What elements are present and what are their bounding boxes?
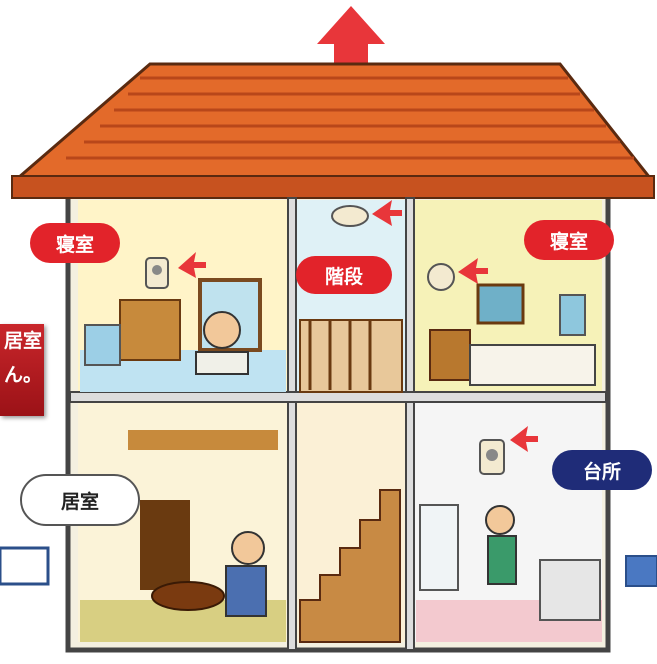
callout-box: 居室 ん。 [0,324,44,416]
label-stairs: 階段 [296,256,392,294]
callout-line-2: ん。 [4,358,44,392]
callout-line-1: 居室 [4,324,44,358]
outline-box [0,548,48,584]
smoke-detector-icon [332,206,368,226]
label-kitchen: 台所 [552,450,652,490]
label-living: 居室 [20,474,140,526]
label-bedroom-right: 寝室 [524,220,614,260]
blue-marker [626,556,657,586]
label-bedroom-left: 寝室 [30,223,120,263]
